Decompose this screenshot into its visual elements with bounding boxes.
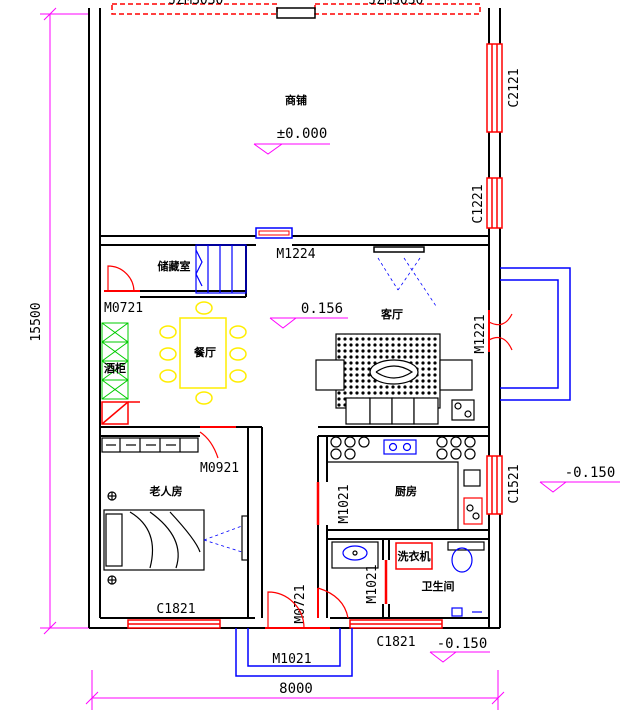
right-window-c1221 <box>486 177 503 229</box>
dimension-height-label: 15500 <box>29 302 44 341</box>
bedroom-window <box>127 619 221 629</box>
opening-label-top-right: JZM3030 <box>369 0 424 8</box>
storage-door <box>104 265 140 292</box>
level-marker-living <box>269 317 348 329</box>
room-label-shop: 商铺 <box>285 93 307 107</box>
opening-label-m0721-storage: M0721 <box>104 301 143 316</box>
entry-steps <box>235 628 353 677</box>
room-label-elderly: 老人房 <box>149 484 183 498</box>
opening-label-m1224: M1224 <box>276 247 315 262</box>
cabinet-label: 酒柜 <box>104 361 126 375</box>
dining-table <box>159 301 247 405</box>
room-label-bathroom: 卫生间 <box>422 579 455 593</box>
level-label-living: 0.156 <box>301 301 343 317</box>
opening-label-m0921: M0921 <box>200 461 239 476</box>
sofa-set <box>315 333 475 425</box>
dimension-width-label: 8000 <box>279 681 313 697</box>
shop-door <box>255 227 293 239</box>
bedroom-door <box>199 426 236 459</box>
bath-fixtures <box>331 541 485 617</box>
room-label-living: 客厅 <box>380 307 403 321</box>
washer-label: 洗衣机 <box>398 549 431 563</box>
bath-window <box>349 619 443 629</box>
interior-walls <box>100 235 489 618</box>
opening-label-c1821-bedroom: C1821 <box>156 602 195 617</box>
wine-cabinet <box>101 322 129 400</box>
horizontal-dimension <box>85 670 505 710</box>
opening-label-m1021-kitchen: M1021 <box>337 484 352 523</box>
level-marker-entry <box>429 651 490 663</box>
opening-label-c1521: C1521 <box>507 464 522 503</box>
kitchen-counter <box>327 436 483 530</box>
entry-door <box>265 591 330 629</box>
opening-label-m0721-hall: M0721 <box>293 584 308 623</box>
washer-box <box>395 542 433 570</box>
hall-door <box>317 587 349 619</box>
opening-label-top-left: JZM3030 <box>169 0 224 8</box>
wardrobe <box>101 437 199 453</box>
room-label-dining: 餐厅 <box>193 345 216 359</box>
level-label-entry: -0.150 <box>437 636 488 652</box>
opening-label-c2121: C2121 <box>507 68 522 107</box>
side-entry-steps <box>500 267 571 401</box>
living-side-door <box>488 310 513 352</box>
level-marker-shop <box>253 143 330 155</box>
opening-label-c1821-bath: C1821 <box>376 635 415 650</box>
stairs <box>195 244 247 294</box>
level-label-kitchen-side: -0.150 <box>565 465 616 481</box>
room-label-storage: 储藏室 <box>158 259 191 273</box>
bed <box>103 491 249 585</box>
opening-label-m1021-entry: M1021 <box>272 652 311 667</box>
vertical-dimension <box>40 7 90 635</box>
level-marker-kitchen-side <box>539 481 620 493</box>
kitchen-window <box>486 455 503 515</box>
opening-label-c1221: C1221 <box>471 184 486 223</box>
tv-unit <box>373 246 437 307</box>
right-window-c2121 <box>486 43 503 133</box>
top-openings <box>111 3 481 19</box>
opening-label-m1021-bath: M1021 <box>365 564 380 603</box>
cabinet-box <box>101 401 140 425</box>
room-label-kitchen: 厨房 <box>395 484 417 498</box>
level-label-shop: ±0.000 <box>277 126 328 142</box>
opening-label-m1221: M1221 <box>473 314 488 353</box>
